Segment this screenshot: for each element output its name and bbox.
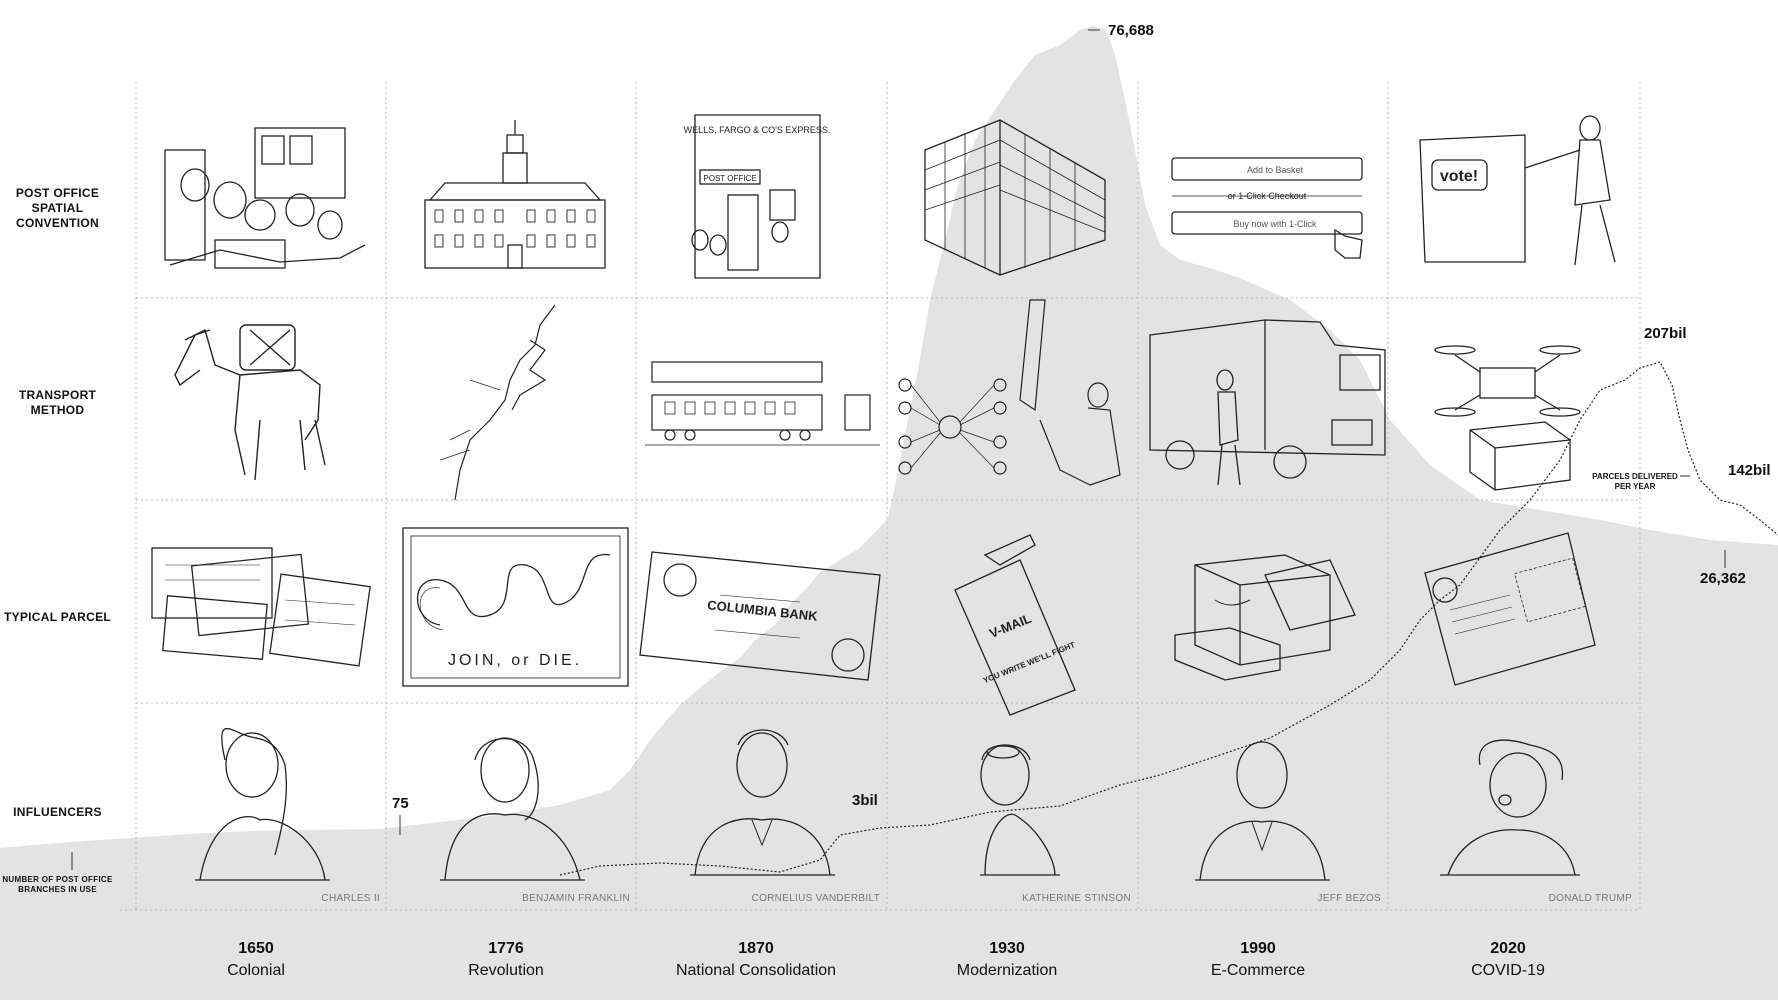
era-name: Revolution (468, 962, 544, 979)
influencer-name-cornelius-vanderbilt: CORNELIUS VANDERBILT (751, 893, 880, 904)
wells-fargo-office-illustration: WELLS, FARGO & CO'S EXPRESS. POST OFFICE (684, 114, 831, 279)
vote-sign-text: vote! (1440, 168, 1478, 185)
row-label-post-office: POST OFFICE SPATIAL CONVENTION (15, 186, 100, 230)
era-year: 1870 (738, 940, 774, 957)
katherine-stinson-portrait-illustration (980, 744, 1060, 876)
one-click-checkout-illustration: Add to Basket or 1-Click Checkout Buy no… (1171, 157, 1363, 259)
era-name: E-Commerce (1210, 962, 1306, 979)
parcels-peak-value: 207bil (1644, 325, 1687, 342)
era-year: 1990 (1240, 940, 1276, 957)
era-name: National Consolidation (675, 962, 837, 979)
one-click-checkout-text: or 1-Click Checkout (1228, 191, 1307, 201)
row-label-transport: TRANSPORT METHOD (18, 388, 97, 417)
colonial-coast-map-illustration (439, 304, 556, 501)
post-office-sign-text: POST OFFICE (703, 174, 756, 183)
join-or-die-cartoon-illustration: JOIN, or DIE. (402, 527, 629, 687)
branches-end-value: 26,362 (1700, 570, 1746, 587)
era-e-commerce: 1990 E-Commerce (1133, 938, 1383, 982)
influencer-name-donald-trump: DONALD TRUMP (1548, 893, 1632, 904)
grid-lines (120, 82, 1641, 912)
postal-truck-illustration (1149, 319, 1386, 486)
branches-peak-value: 76,688 (1108, 22, 1154, 39)
parcels-end-value: 142bil (1728, 462, 1771, 479)
row-label-parcel: TYPICAL PARCEL (3, 610, 112, 624)
row-label-influencers: INFLUENCERS (13, 805, 102, 819)
era-colonial: 1650 Colonial (131, 938, 381, 982)
independence-hall-illustration (424, 120, 606, 269)
switchboard-operator-illustration (898, 299, 1121, 486)
rail-car-illustration (645, 361, 880, 446)
pack-horse-illustration (174, 324, 326, 481)
era-year: 1776 (488, 940, 524, 957)
era-name: COVID-19 (1471, 962, 1545, 979)
donald-trump-portrait-illustration (1440, 739, 1580, 876)
charles-ii-portrait-illustration (195, 728, 330, 881)
colonial-newspapers-illustration (151, 547, 371, 667)
join-or-die-text: JOIN, or DIE. (448, 652, 582, 669)
branches-start-value: 75 (392, 795, 409, 812)
era-name: Modernization (956, 962, 1058, 979)
annotation-leaders (71, 29, 1726, 870)
add-to-basket-text: Add to Basket (1247, 165, 1304, 175)
row-label-branches: NUMBER OF POST OFFICE BRANCHES IN USE (2, 875, 113, 894)
delivery-drone-illustration (1434, 345, 1581, 491)
era-year: 1650 (238, 940, 274, 957)
influencer-name-charles-ii: CHARLES II (321, 893, 380, 904)
amazon-boxes-illustration (1174, 554, 1356, 681)
era-year: 2020 (1490, 940, 1526, 957)
jeff-bezos-portrait-illustration (1195, 741, 1330, 881)
cornelius-vanderbilt-portrait-illustration (690, 729, 835, 876)
vote-dropbox-illustration: vote! (1419, 115, 1616, 266)
era-national-consolidation: 1870 National Consolidation (631, 938, 881, 982)
parcels-line (559, 361, 1778, 876)
influencer-name-jeff-bezos: JEFF BEZOS (1317, 893, 1381, 904)
wells-fargo-sign-text: WELLS, FARGO & CO'S EXPRESS. (684, 125, 831, 135)
buy-now-text: Buy now with 1-Click (1233, 219, 1317, 229)
modern-post-office-building-illustration (924, 119, 1106, 276)
era-name: Colonial (227, 962, 285, 979)
era-modernization: 1930 Modernization (882, 938, 1132, 982)
colonial-tavern-illustration (164, 127, 366, 269)
branches-area (0, 26, 1778, 1000)
mail-in-ballot-postcard-illustration (1424, 532, 1596, 686)
parcels-1870-value: 3bil (852, 792, 878, 809)
era-revolution: 1776 Revolution (381, 938, 631, 982)
benjamin-franklin-portrait-illustration (440, 737, 585, 881)
influencer-name-katherine-stinson: KATHERINE STINSON (1022, 893, 1131, 904)
era-year: 1930 (989, 940, 1025, 957)
era-covid-19: 2020 COVID-19 (1383, 938, 1633, 982)
influencer-name-benjamin-franklin: BENJAMIN FRANKLIN (522, 893, 630, 904)
parcels-series-label: PARCELS DELIVERED PER YEAR (1592, 472, 1678, 491)
